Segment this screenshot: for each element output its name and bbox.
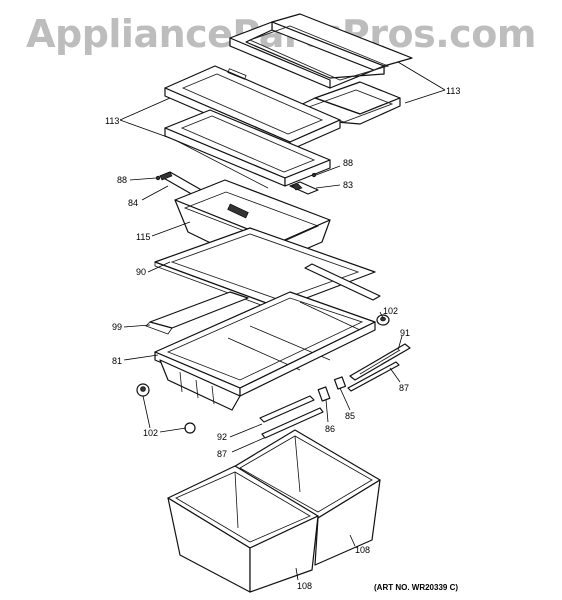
glass-shelf-front-left: [164, 109, 331, 189]
callout-115: 115: [136, 232, 150, 242]
callout-88-right: 88: [343, 158, 353, 168]
callout-113-right: 113: [446, 86, 460, 96]
screw-88-left: [155, 175, 161, 181]
callout-84: 84: [128, 198, 138, 208]
cover-side-strip: [304, 263, 381, 301]
bumper-102-right: [376, 314, 390, 326]
crisper-pan-left-108: [167, 465, 319, 593]
callout-99: 99: [112, 322, 122, 332]
callout-92: 92: [217, 432, 227, 442]
leader-lines: [119, 61, 446, 581]
callout-87-right: 87: [399, 383, 409, 393]
art-number: (ART NO. WR20339 C): [374, 583, 458, 592]
screw-88-right: [311, 172, 317, 178]
rail-87-left: [261, 407, 324, 439]
rail-87-right: [347, 361, 400, 392]
crisper-pan-right-108: [231, 429, 381, 566]
callout-86: 86: [325, 424, 335, 434]
callout-85: 85: [345, 411, 355, 421]
callout-102-right: 102: [383, 306, 398, 316]
support-85: [333, 376, 347, 390]
bumper-102-left: [136, 383, 150, 397]
crisper-cover-81: [154, 291, 376, 411]
rail-92: [259, 395, 315, 423]
drawer-track-83: [289, 181, 319, 195]
callout-113-left: 113: [105, 116, 119, 126]
callout-90: 90: [136, 267, 146, 277]
callout-91: 91: [400, 328, 410, 338]
slide-rail-91: [349, 343, 411, 381]
crisper-cover-frame-90: [154, 227, 376, 313]
callout-87-left: 87: [217, 449, 227, 459]
callout-81: 81: [112, 356, 122, 366]
bumper-102-bottom: [184, 422, 196, 434]
crisper-frame-99: [145, 291, 249, 335]
callout-108-right: 108: [355, 545, 370, 555]
callout-102-left: 102: [143, 428, 158, 438]
callout-83: 83: [343, 180, 353, 190]
callout-88-left: 88: [117, 175, 127, 185]
callout-108-bottom: 108: [297, 581, 312, 591]
glass-shelf-back-right: [229, 13, 413, 89]
support-86: [317, 386, 331, 402]
